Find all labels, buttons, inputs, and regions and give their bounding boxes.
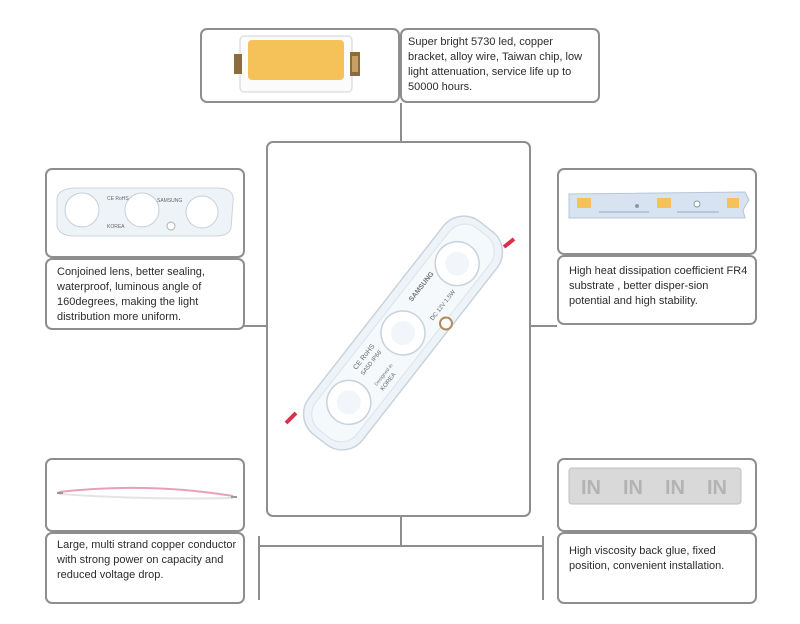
lens-brand-text: SAMSUNG [157,198,182,204]
lens-description: Conjoined lens, better sealing, waterpro… [45,258,245,330]
lens-text: Conjoined lens, better sealing, waterpro… [57,266,205,323]
glue-description: High viscosity back glue, fixed position… [557,532,757,604]
wire-image-box [45,458,245,532]
glue-print-3: IN [665,477,685,499]
glue-text: High viscosity back glue, fixed position… [569,545,725,572]
pcb-icon [568,191,750,219]
pcb-text: High heat dissipation coefficient FR4 su… [569,265,748,307]
center-module-box: CE RoHS SA5D IP68 Designed in KOREA SAMS… [266,141,531,517]
led-module-icon: CE RoHS SA5D IP68 Designed in KOREA SAMS… [284,215,516,451]
wire-description: Large, multi strand copper conductor wit… [45,532,245,604]
lens-icon: CE RoHS SAMSUNG KOREA [56,187,234,237]
wire-icon [57,486,237,500]
connector-bottom-right-tick [542,536,544,600]
wire-text: Large, multi strand copper conductor wit… [57,539,237,581]
connector-bottom-left-tick [258,536,260,600]
lens-image-box: CE RoHS SAMSUNG KOREA [45,168,245,258]
lens-cert-text: CE RoHS [107,196,129,202]
glue-tape-icon: IN IN IN IN [568,467,742,505]
led-chip-image-box [200,28,400,103]
connector-right [531,325,557,327]
connector-bottom-bar [258,545,544,547]
glue-print-2: IN [623,477,643,499]
connector-top [400,103,402,141]
led-chip-description: Super bright 5730 led, copper bracket, a… [400,28,600,103]
glue-print-1: IN [581,477,601,499]
led-chip-text: Super bright 5730 led, copper bracket, a… [408,36,583,93]
led-chip-icon [234,35,360,93]
connector-left [244,325,266,327]
glue-image-box: IN IN IN IN [557,458,757,532]
lens-origin-text: KOREA [107,224,125,230]
glue-print-4: IN [707,477,727,499]
pcb-image-box [557,168,757,255]
pcb-description: High heat dissipation coefficient FR4 su… [557,255,757,325]
connector-bottom-stem [400,517,402,545]
